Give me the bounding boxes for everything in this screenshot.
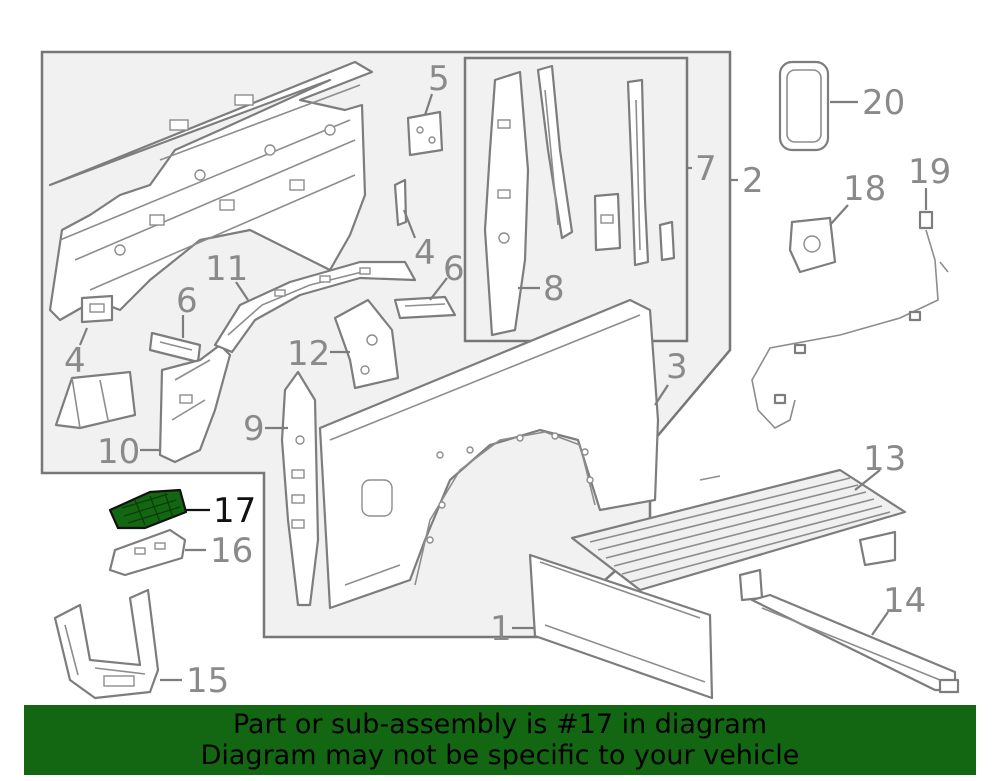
callout-12[interactable]: 12 xyxy=(287,334,330,374)
bracket-part-4-upper xyxy=(393,178,408,227)
front-panel-part-1 xyxy=(528,553,714,700)
callout-5[interactable]: 5 xyxy=(428,59,450,99)
exploded-parts-diagram: 1 2 3 4 4 5 6 6 7 8 9 10 11 12 13 14 15 … xyxy=(40,50,960,701)
wheel-arch-rail-part-11 xyxy=(213,260,417,354)
callout-6a[interactable]: 6 xyxy=(176,281,198,321)
callout-2[interactable]: 2 xyxy=(742,161,764,201)
leader-13 xyxy=(854,469,881,491)
callout-11[interactable]: 11 xyxy=(205,249,248,289)
callout-10[interactable]: 10 xyxy=(97,432,140,472)
callout-9[interactable]: 9 xyxy=(243,409,265,449)
leader-18 xyxy=(829,204,849,226)
callout-7[interactable]: 7 xyxy=(695,149,717,189)
callout-20[interactable]: 20 xyxy=(862,83,905,123)
info-banner: Part or sub-assembly is #17 in diagram D… xyxy=(24,705,976,775)
callout-6b[interactable]: 6 xyxy=(443,249,465,289)
rear-pillar-part-10 xyxy=(158,343,232,464)
callout-4b[interactable]: 4 xyxy=(414,233,436,273)
callout-18[interactable]: 18 xyxy=(843,169,886,209)
banner-line-2: Diagram may not be specific to your vehi… xyxy=(200,740,800,771)
leader-5 xyxy=(423,93,434,116)
lower-corner-bracket xyxy=(54,370,137,430)
banner-line-1: Part or sub-assembly is #17 in diagram xyxy=(232,709,768,740)
callout-17[interactable]: 17 xyxy=(213,491,256,531)
fuel-door-part-20 xyxy=(778,60,830,152)
callout-13[interactable]: 13 xyxy=(863,439,906,479)
leader-3 xyxy=(654,384,669,406)
callout-15[interactable]: 15 xyxy=(186,661,229,701)
leader-4a xyxy=(78,327,89,346)
crossmember-part-14 xyxy=(750,593,960,694)
reinforcement-bracket-small xyxy=(593,192,622,252)
bracket-part-4-left xyxy=(80,294,114,324)
callout-16[interactable]: 16 xyxy=(210,531,253,571)
leader-11 xyxy=(235,281,249,301)
callout-14[interactable]: 14 xyxy=(883,581,926,621)
callout-4a[interactable]: 4 xyxy=(64,341,86,381)
reinforcement-part-8 xyxy=(483,70,530,337)
leader-14 xyxy=(871,611,889,636)
bracket-part-12 xyxy=(333,298,400,390)
step-pad-part-17 xyxy=(108,488,188,530)
callout-3[interactable]: 3 xyxy=(666,347,688,387)
front-pillar-part-9 xyxy=(280,370,320,607)
bracket-part-5 xyxy=(406,110,444,157)
callout-8[interactable]: 8 xyxy=(543,269,565,309)
inner-side-panel xyxy=(48,60,374,322)
housing-part-18 xyxy=(788,216,837,274)
step-assembly-part-15 xyxy=(53,588,160,700)
bracket-part-6-right xyxy=(393,295,457,320)
wiring-harness-part-19 xyxy=(751,210,949,429)
leader-6b xyxy=(429,277,448,301)
outer-side-panel-part-3 xyxy=(318,298,660,610)
reinforcement-clip xyxy=(658,220,676,262)
reinforcement-channel xyxy=(536,64,574,240)
step-bracket-part-16 xyxy=(108,528,187,577)
callout-19[interactable]: 19 xyxy=(908,152,951,192)
callout-1[interactable]: 1 xyxy=(490,609,512,649)
reinforcement-strip xyxy=(626,78,650,267)
leader-4b xyxy=(402,209,417,239)
bed-floor-part-13 xyxy=(570,468,907,602)
